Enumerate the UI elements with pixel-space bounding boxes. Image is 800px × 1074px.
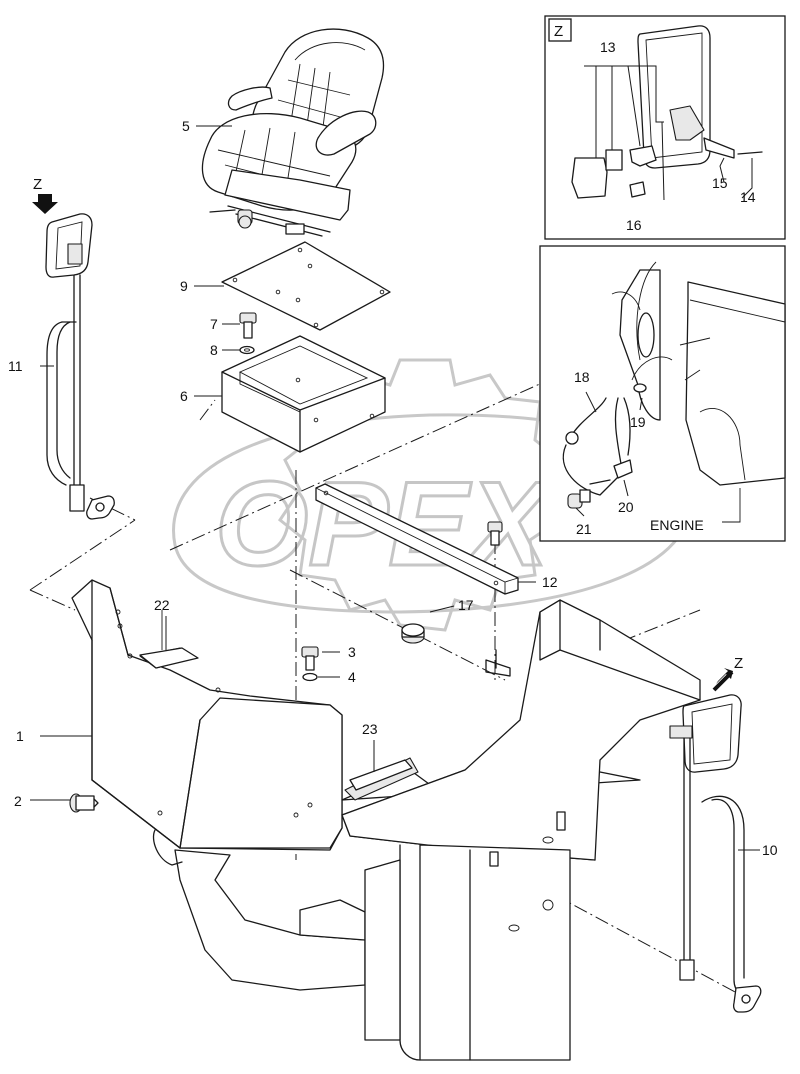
callout-7: 7 xyxy=(210,316,218,332)
engine-label: ENGINE xyxy=(650,517,704,533)
seat-plate xyxy=(221,241,391,331)
callout-1: 1 xyxy=(16,728,24,744)
callout-11: 11 xyxy=(8,358,23,374)
inset-mirror-label: Z xyxy=(554,23,563,40)
main-frame xyxy=(71,579,701,1061)
view-arrow-left: Z xyxy=(32,176,58,214)
callout-18: 18 xyxy=(574,369,590,385)
seat-box xyxy=(221,335,386,453)
bracket-12 xyxy=(315,483,519,677)
strips-22-23 xyxy=(139,647,413,791)
callout-17: 17 xyxy=(458,597,474,613)
bolt-washer-3-4 xyxy=(301,646,319,682)
callout-15: 15 xyxy=(712,175,728,191)
callout-16: 16 xyxy=(626,217,642,233)
callout-12: 12 xyxy=(542,574,558,590)
mirror-left-assembly xyxy=(45,213,115,520)
callout-14: 14 xyxy=(740,189,756,205)
callout-2: 2 xyxy=(14,793,22,809)
callout-4: 4 xyxy=(348,669,356,685)
knob-2 xyxy=(69,793,99,813)
mirror-right-assembly xyxy=(669,694,762,1013)
callout-19: 19 xyxy=(630,414,646,430)
callout-21: 21 xyxy=(576,521,592,537)
bolt-washer-7-8 xyxy=(239,312,257,355)
operator-seat xyxy=(201,28,385,237)
callout-8: 8 xyxy=(210,342,218,358)
inset-mirror-detail: Z xyxy=(544,15,786,240)
view-arrow-right: Z xyxy=(712,655,743,692)
inset-engine-detail xyxy=(539,245,786,542)
callout-5: 5 xyxy=(182,118,190,134)
callout-10: 10 xyxy=(762,842,778,858)
callout-3: 3 xyxy=(348,644,356,660)
callout-labels: 1 2 3 4 5 6 7 8 9 10 11 12 13 14 15 16 1… xyxy=(8,39,778,858)
callout-20: 20 xyxy=(618,499,634,515)
callout-23: 23 xyxy=(362,721,378,737)
view-label-left: Z xyxy=(33,176,42,193)
cap-17 xyxy=(401,623,425,644)
callout-13: 13 xyxy=(600,39,616,55)
callout-6: 6 xyxy=(180,388,188,404)
view-label-right: Z xyxy=(734,655,743,672)
callout-22: 22 xyxy=(154,597,170,613)
callout-9: 9 xyxy=(180,278,188,294)
leader-lines xyxy=(30,125,760,851)
